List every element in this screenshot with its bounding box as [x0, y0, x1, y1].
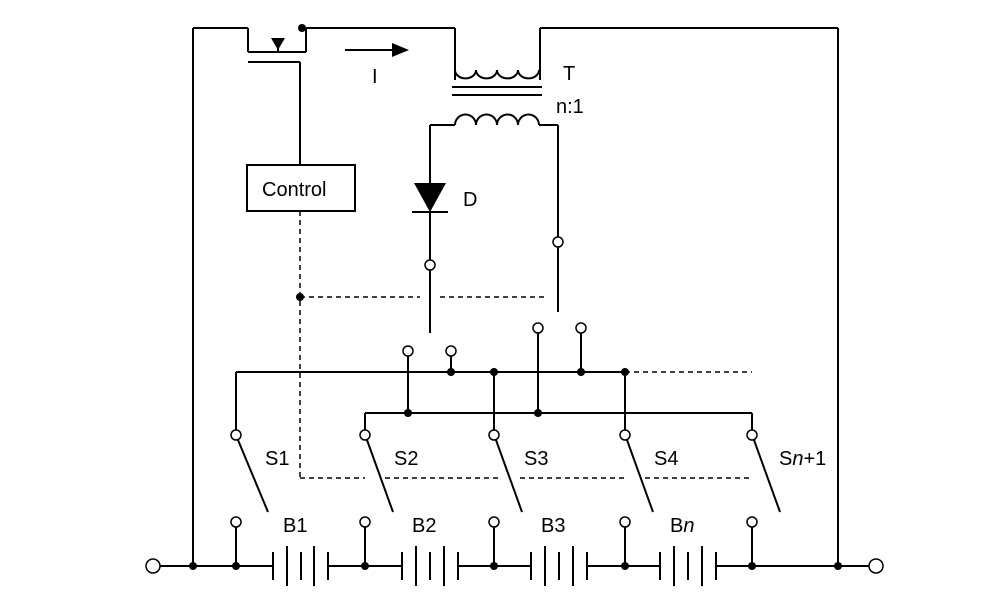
switch-s1: [230, 429, 269, 513]
switch-s2-label: S2: [394, 448, 418, 470]
outer-frame-wiring: [192, 27, 839, 566]
diode: [412, 183, 448, 260]
cell-tap-terminals: [230, 516, 758, 566]
battery-b1-label: B1: [283, 515, 307, 537]
turns-ratio-label: n:1: [556, 96, 584, 118]
switch-sn-plus-1: [746, 429, 781, 513]
switch-s3-label: S3: [524, 448, 548, 470]
battery-string-rail: [145, 558, 884, 574]
switch-s3: [488, 429, 523, 513]
control-dashed-links: [296, 211, 752, 479]
switch-s2: [359, 429, 394, 513]
transformer-label: T: [563, 63, 575, 85]
diode-label: D: [463, 189, 477, 211]
battery-b2: [401, 546, 459, 586]
control-box: [246, 164, 356, 212]
switch-s1-label: S1: [265, 448, 289, 470]
battery-bn-label: Bn: [670, 515, 694, 537]
current-label: I: [372, 66, 378, 88]
switch-sn-plus-1-label: Sn+1: [779, 448, 826, 470]
switch-s4: [619, 429, 654, 513]
transformer: [429, 69, 559, 238]
mosfet-switch: [247, 24, 307, 165]
battery-b3-label: B3: [541, 515, 565, 537]
battery-bn: [659, 546, 717, 586]
current-arrow: [345, 43, 409, 57]
switch-s4-label: S4: [654, 448, 678, 470]
switch-bus-lines: [235, 368, 753, 430]
battery-b2-label: B2: [412, 515, 436, 537]
battery-b3: [530, 546, 588, 586]
battery-b1: [272, 546, 329, 586]
control-label: Control: [262, 179, 326, 201]
